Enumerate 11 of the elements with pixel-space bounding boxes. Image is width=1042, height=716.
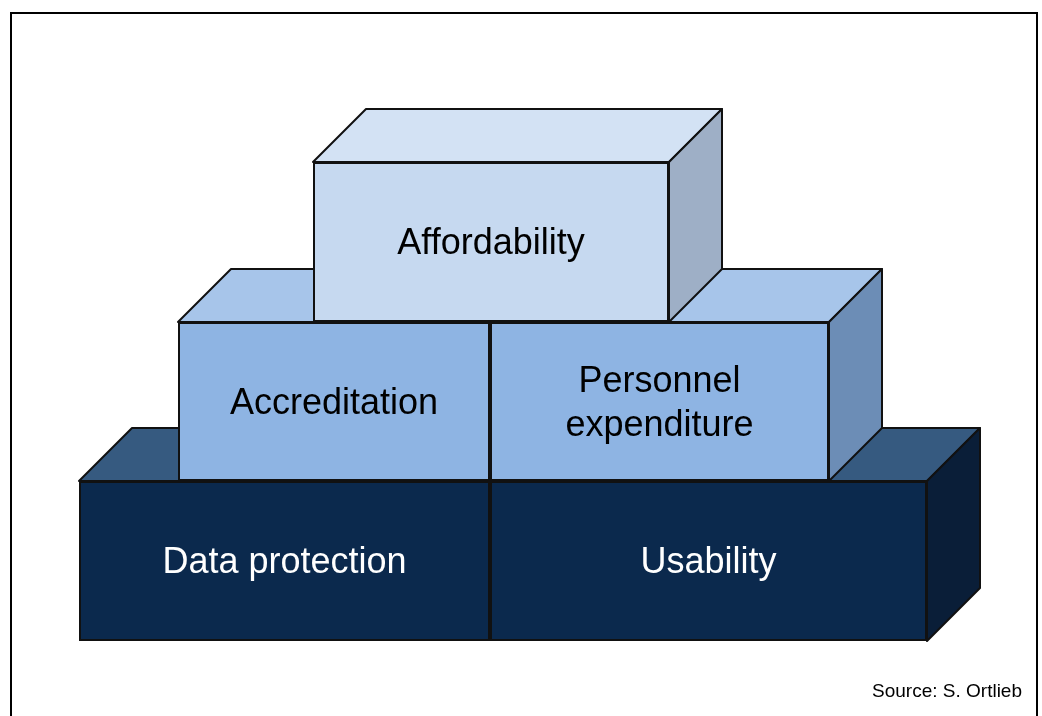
block-label: Affordability [396,220,586,264]
block-front-face [490,481,927,641]
block-label: Accreditation [228,379,440,424]
block-front-face [178,322,490,481]
block-front-face [313,162,669,322]
block-label: Personnel expenditure [564,358,755,445]
source-note: Source: S. Ortlieb [872,680,1022,702]
block-label: Usability [639,539,778,583]
block-label: Data protection [161,539,408,583]
block-front-face [490,322,829,481]
block-front-face [79,481,490,641]
